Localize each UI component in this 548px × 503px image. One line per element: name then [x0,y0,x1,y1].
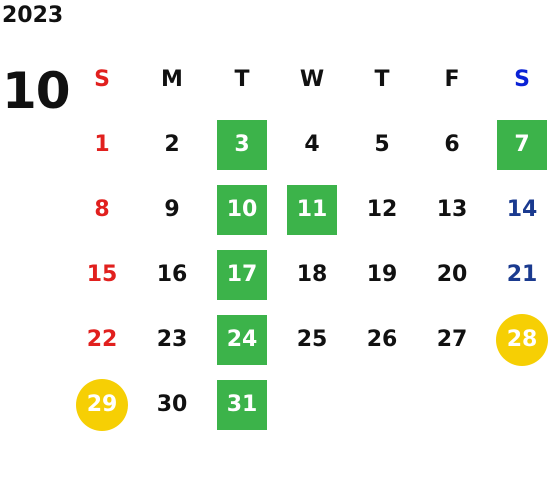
day-cell[interactable]: 9 [164,197,180,222]
day-cell[interactable]: 1 [94,132,110,157]
day-cell[interactable]: 21 [506,262,538,287]
day-cell[interactable]: 26 [366,327,398,352]
day-cell[interactable]: 7 [487,112,548,177]
day-cell[interactable]: 2 [164,132,180,157]
day-highlight[interactable]: 31 [217,379,267,430]
day-highlight[interactable]: 24 [217,314,267,365]
day-cell[interactable]: 18 [296,262,328,287]
day-cell[interactable]: 27 [436,327,468,352]
day-cell[interactable]: 28 [487,307,548,372]
weekday-thu: T [374,67,390,92]
day-cell[interactable]: 19 [366,262,398,287]
day-cell[interactable]: 25 [296,327,328,352]
day-cell[interactable]: 6 [444,132,460,157]
day-cell[interactable]: 20 [436,262,468,287]
day-cell[interactable]: 30 [156,392,188,417]
calendar-month: 10 [2,62,71,120]
calendar-year: 2023 [2,3,64,28]
day-cell[interactable]: 10 [207,177,277,242]
day-cell[interactable]: 3 [207,112,277,177]
day-highlight-circle[interactable]: 28 [496,313,548,366]
day-cell[interactable]: 15 [86,262,118,287]
day-highlight[interactable]: 17 [217,249,267,300]
calendar-grid: S M T W T F S 1 2 3 4 5 6 7 8 9 10 11 12… [67,47,548,437]
day-cell[interactable]: 29 [67,372,137,437]
day-cell[interactable]: 23 [156,327,188,352]
day-highlight-circle[interactable]: 29 [76,378,128,431]
day-cell[interactable]: 13 [436,197,468,222]
weekday-sun: S [94,67,110,92]
day-cell[interactable]: 16 [156,262,188,287]
weekday-wed: W [299,67,325,92]
day-cell[interactable]: 5 [374,132,390,157]
day-cell[interactable]: 8 [94,197,110,222]
empty-cell [347,372,417,437]
day-cell[interactable]: 24 [207,307,277,372]
day-cell[interactable]: 14 [506,197,538,222]
weekday-tue: T [234,67,250,92]
day-cell[interactable]: 11 [277,177,347,242]
day-cell[interactable]: 4 [304,132,320,157]
empty-cell [487,372,548,437]
day-cell[interactable]: 31 [207,372,277,437]
weekday-sat: S [514,67,530,92]
day-highlight[interactable]: 10 [217,184,267,235]
empty-cell [417,372,487,437]
day-cell[interactable]: 12 [366,197,398,222]
weekday-fri: F [444,67,460,92]
day-highlight[interactable]: 7 [497,119,547,170]
day-highlight[interactable]: 11 [287,184,337,235]
day-cell[interactable]: 22 [86,327,118,352]
day-highlight[interactable]: 3 [217,119,267,170]
day-cell[interactable]: 17 [207,242,277,307]
empty-cell [277,372,347,437]
weekday-mon: M [161,67,183,92]
